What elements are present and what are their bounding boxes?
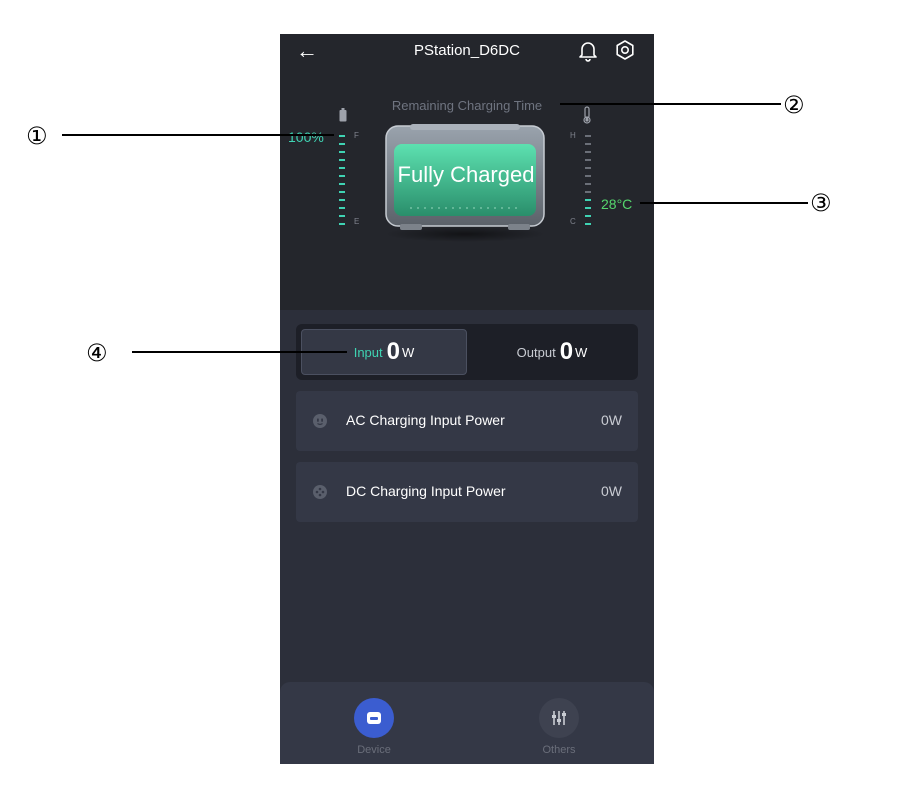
device-icon	[367, 712, 381, 724]
app-screen: ← PStation_D6DC Remaining Charging Time …	[280, 34, 654, 764]
nav-device-button[interactable]	[354, 698, 394, 738]
nav-others-label: Others	[542, 744, 576, 756]
tab-output-value: 0	[559, 338, 574, 365]
callout-1-line	[62, 134, 334, 136]
battery-icon	[339, 108, 347, 127]
callout-2: ②	[783, 91, 805, 119]
callout-4-line	[132, 351, 347, 353]
charge-state-label: Fully Charged	[397, 162, 535, 187]
ac-input-card[interactable]: AC Charging Input Power 0W	[296, 391, 638, 451]
dc-input-value: 0W	[601, 483, 622, 499]
settings-icon[interactable]	[614, 39, 636, 66]
tab-input-label: Input	[353, 344, 383, 360]
callout-3-line	[640, 202, 808, 204]
power-station-image	[380, 124, 550, 244]
page-title: PStation_D6DC	[414, 42, 520, 59]
tab-input-value: 0	[386, 338, 400, 365]
remaining-charging-time-label: Remaining Charging Time	[391, 98, 543, 113]
bell-icon[interactable]	[578, 40, 598, 67]
thermometer-icon	[582, 106, 592, 129]
tab-output-label: Output	[516, 344, 556, 360]
power-tab-switch: Input 0 W Output 0 W	[296, 324, 638, 380]
temperature-readout: 28°C	[601, 196, 633, 212]
battery-scale-full-label: F	[354, 131, 359, 140]
temperature-gauge	[585, 135, 593, 231]
nav-others-button[interactable]	[539, 698, 579, 738]
dc-input-label: DC Charging Input Power	[346, 483, 506, 499]
callout-2-line	[560, 103, 781, 105]
ac-plug-icon	[312, 413, 328, 434]
battery-percentage: 100%	[288, 129, 324, 145]
callout-3: ③	[810, 189, 832, 217]
battery-level-gauge	[339, 135, 347, 231]
ac-input-label: AC Charging Input Power	[346, 412, 505, 428]
tab-input-unit: W	[402, 344, 415, 360]
tab-output-unit: W	[575, 344, 588, 360]
battery-scale-empty-label: E	[354, 217, 360, 226]
bottom-nav: Device Others	[280, 682, 654, 764]
dc-plug-icon	[312, 484, 328, 505]
temp-scale-cold-label: C	[570, 217, 576, 226]
dc-input-card[interactable]: DC Charging Input Power 0W	[296, 462, 638, 522]
temp-scale-hot-label: H	[570, 131, 576, 140]
tab-output[interactable]: Output 0 W	[472, 329, 632, 375]
sliders-icon	[552, 711, 566, 725]
back-arrow-icon[interactable]: ←	[296, 38, 318, 63]
nav-device-label: Device	[357, 744, 391, 756]
tab-input[interactable]: Input 0 W	[301, 329, 467, 375]
callout-4: ④	[86, 339, 108, 367]
ac-input-value: 0W	[601, 412, 622, 428]
callout-1: ①	[26, 122, 48, 150]
